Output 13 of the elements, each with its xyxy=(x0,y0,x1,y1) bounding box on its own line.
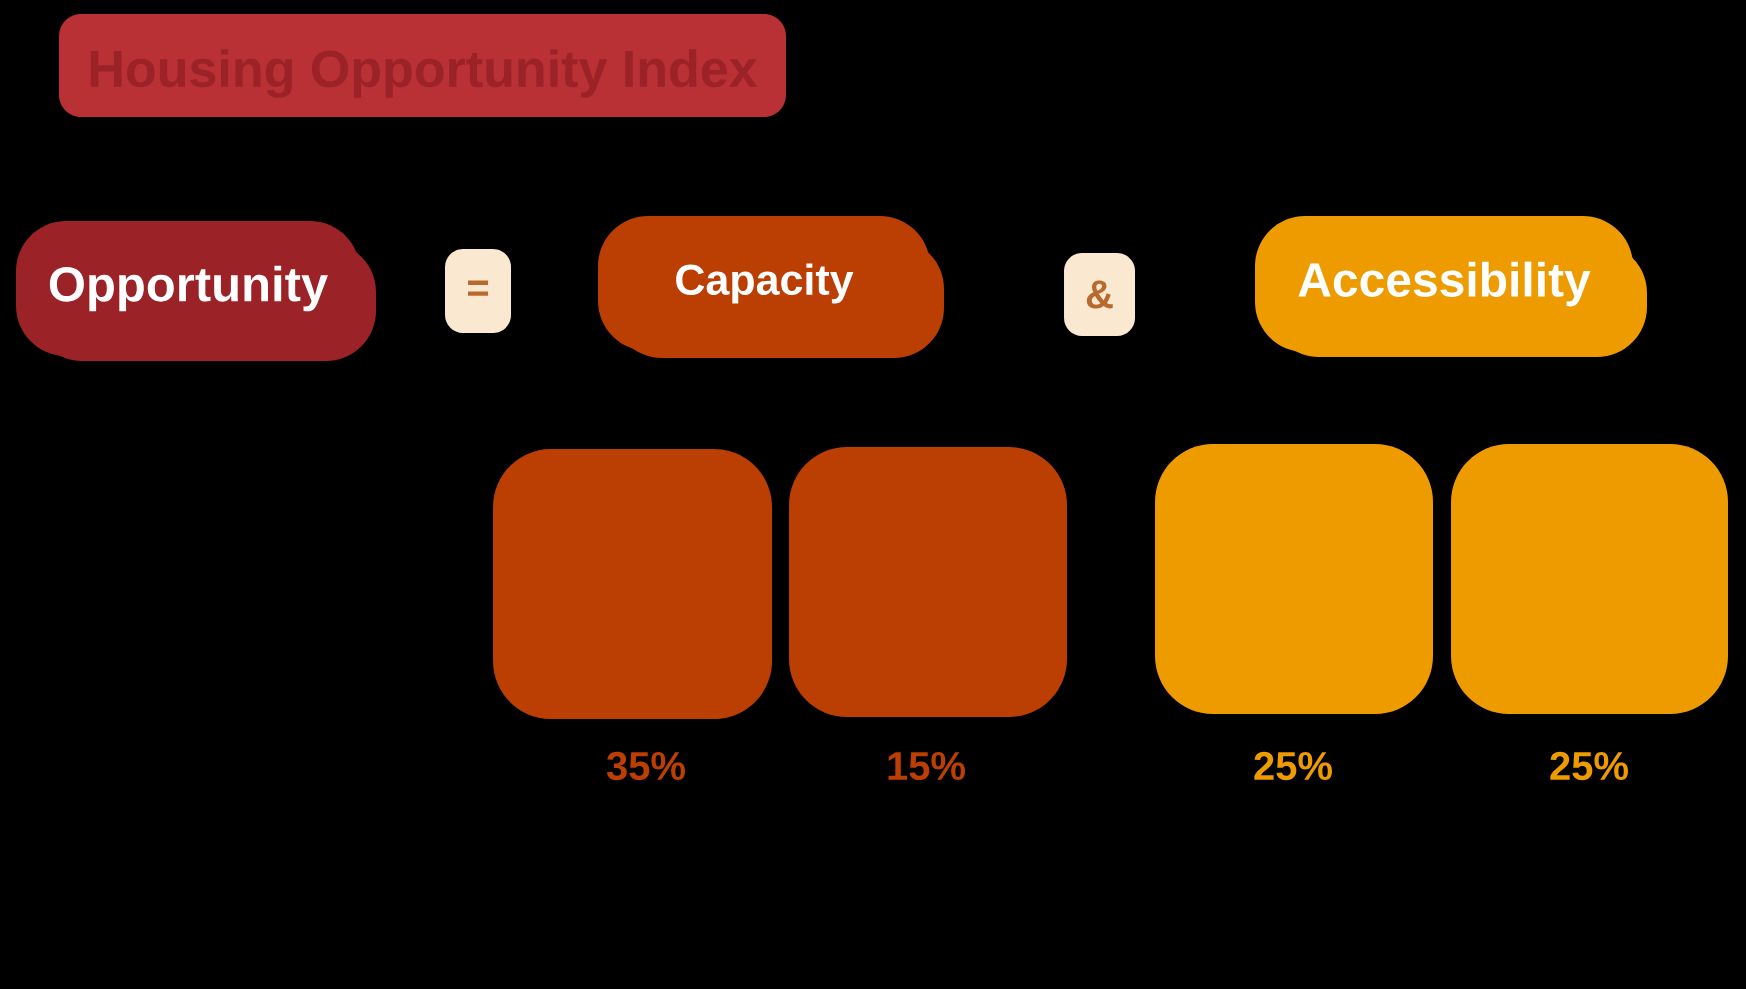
pill-box: Capacity xyxy=(598,216,944,358)
operator-tile: = xyxy=(445,249,511,333)
percentage-label: 25% xyxy=(1254,751,1332,781)
category-tile xyxy=(1451,444,1728,714)
percentage-label: 15% xyxy=(888,751,965,781)
category-tile xyxy=(1155,444,1433,714)
category-tile xyxy=(493,449,772,719)
pill-box: Accessibility xyxy=(1255,216,1647,357)
pill-box: Opportunity xyxy=(16,221,376,361)
percentage-label: 35% xyxy=(606,751,685,781)
category-tile xyxy=(789,447,1067,717)
percentage-label: 25% xyxy=(1550,751,1628,781)
operator-tile: & xyxy=(1064,253,1135,336)
